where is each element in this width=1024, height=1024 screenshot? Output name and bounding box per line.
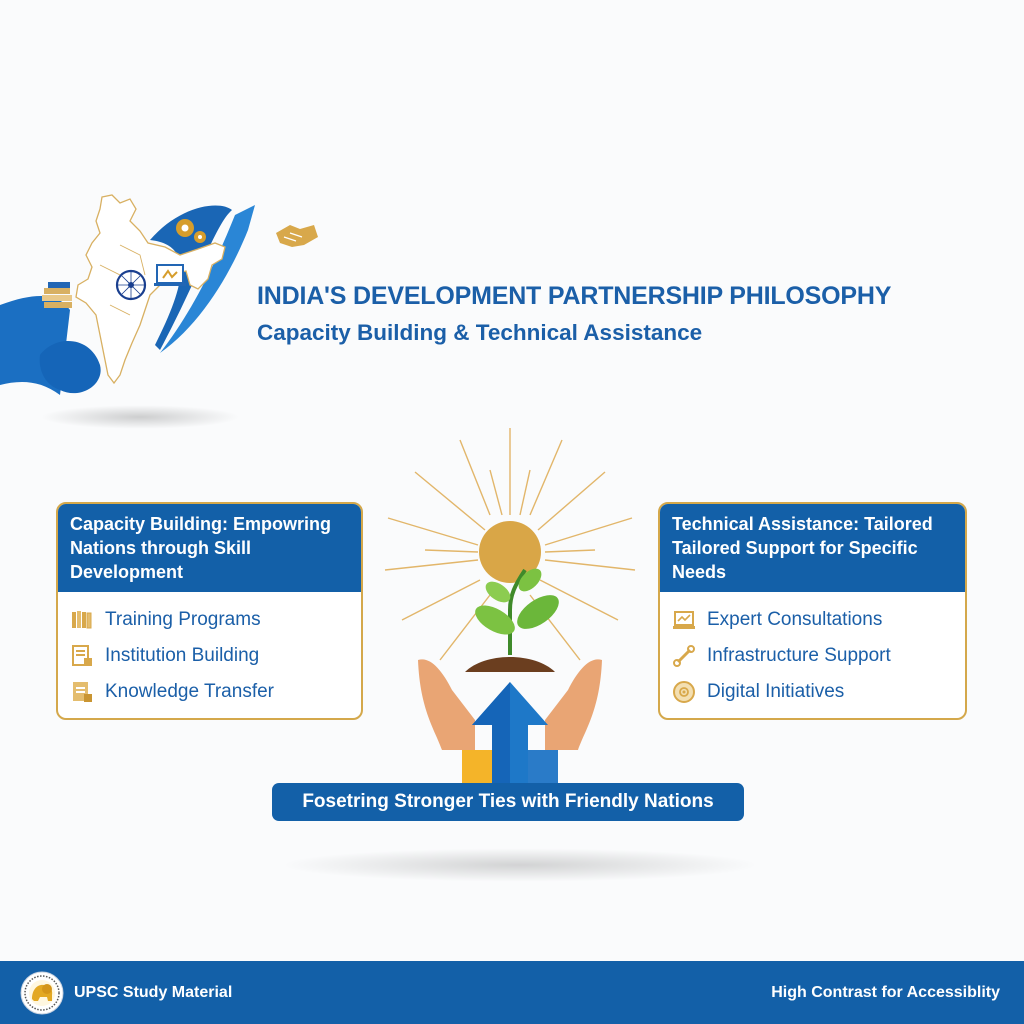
footer-right-label: High Contrast for Accessiblity	[771, 983, 1000, 1001]
institution-document-icon	[72, 645, 92, 666]
list-item-digital-initiatives: Digital Initiatives	[672, 674, 965, 710]
item-label: Digital Initiatives	[707, 681, 845, 702]
item-label: Institution Building	[105, 645, 260, 666]
tagline-banner: Fosetring Stronger Ties with Friendly Na…	[272, 783, 744, 821]
list-item-knowledge-transfer: Knowledge Transfer	[70, 674, 361, 710]
capacity-building-card: Capacity Building: Empowring Nations thr…	[56, 502, 363, 720]
item-label: Training Programs	[105, 609, 261, 630]
hero-shadow	[40, 405, 240, 429]
india-map-icon	[75, 194, 226, 385]
footer-left-label: UPSC Study Material	[74, 983, 233, 1001]
technical-assistance-card: Technical Assistance: Tailored Tailored …	[658, 502, 967, 720]
knowledge-document-icon	[73, 682, 92, 702]
sun-icon	[384, 428, 636, 661]
wrench-icon	[673, 645, 695, 667]
laptop-chart-icon	[673, 611, 695, 629]
list-item-institution-building: Institution Building	[70, 638, 361, 674]
card-heading: Capacity Building: Empowring Nations thr…	[58, 504, 361, 592]
list-item-training-programs: Training Programs	[70, 602, 361, 638]
page-title: INDIA'S DEVELOPMENT PARTNERSHIP PHILOSOP…	[257, 282, 892, 310]
card-heading: Technical Assistance: Tailored Tailored …	[660, 504, 965, 592]
gears-icon	[176, 219, 206, 243]
item-label: Expert Consultations	[707, 609, 883, 630]
footer-left: UPSC Study Material	[20, 971, 232, 1015]
title-block: INDIA'S DEVELOPMENT PARTNERSHIP PHILOSOP…	[257, 282, 891, 346]
books-icon	[72, 611, 92, 629]
books-icon	[42, 282, 72, 308]
hero-graphic	[0, 185, 340, 435]
cupped-hands-icon	[418, 659, 602, 785]
digital-circle-icon	[673, 681, 695, 703]
list-item-infrastructure-support: Infrastructure Support	[672, 638, 965, 674]
item-label: Knowledge Transfer	[105, 681, 274, 702]
card-list: Training Programs Institution Building K…	[58, 592, 361, 710]
sapling-icon	[465, 568, 559, 672]
footer-bar: UPSC Study Material High Contrast for Ac…	[0, 961, 1024, 1024]
up-arrow-icon	[472, 682, 548, 785]
handshake-icon	[276, 225, 318, 247]
list-item-expert-consultations: Expert Consultations	[672, 602, 965, 638]
banner-text: Fosetring Stronger Ties with Friendly Na…	[302, 791, 714, 812]
laptop-icon	[154, 264, 186, 286]
ashoka-chakra-icon	[115, 269, 147, 301]
banner-shadow	[280, 848, 760, 882]
card-list: Expert Consultations Infrastructure Supp…	[660, 592, 965, 710]
page-subtitle: Capacity Building & Technical Assistance	[257, 320, 703, 345]
item-label: Infrastructure Support	[707, 645, 891, 666]
lion-emblem-icon	[20, 971, 64, 1014]
center-graphic	[380, 420, 640, 790]
